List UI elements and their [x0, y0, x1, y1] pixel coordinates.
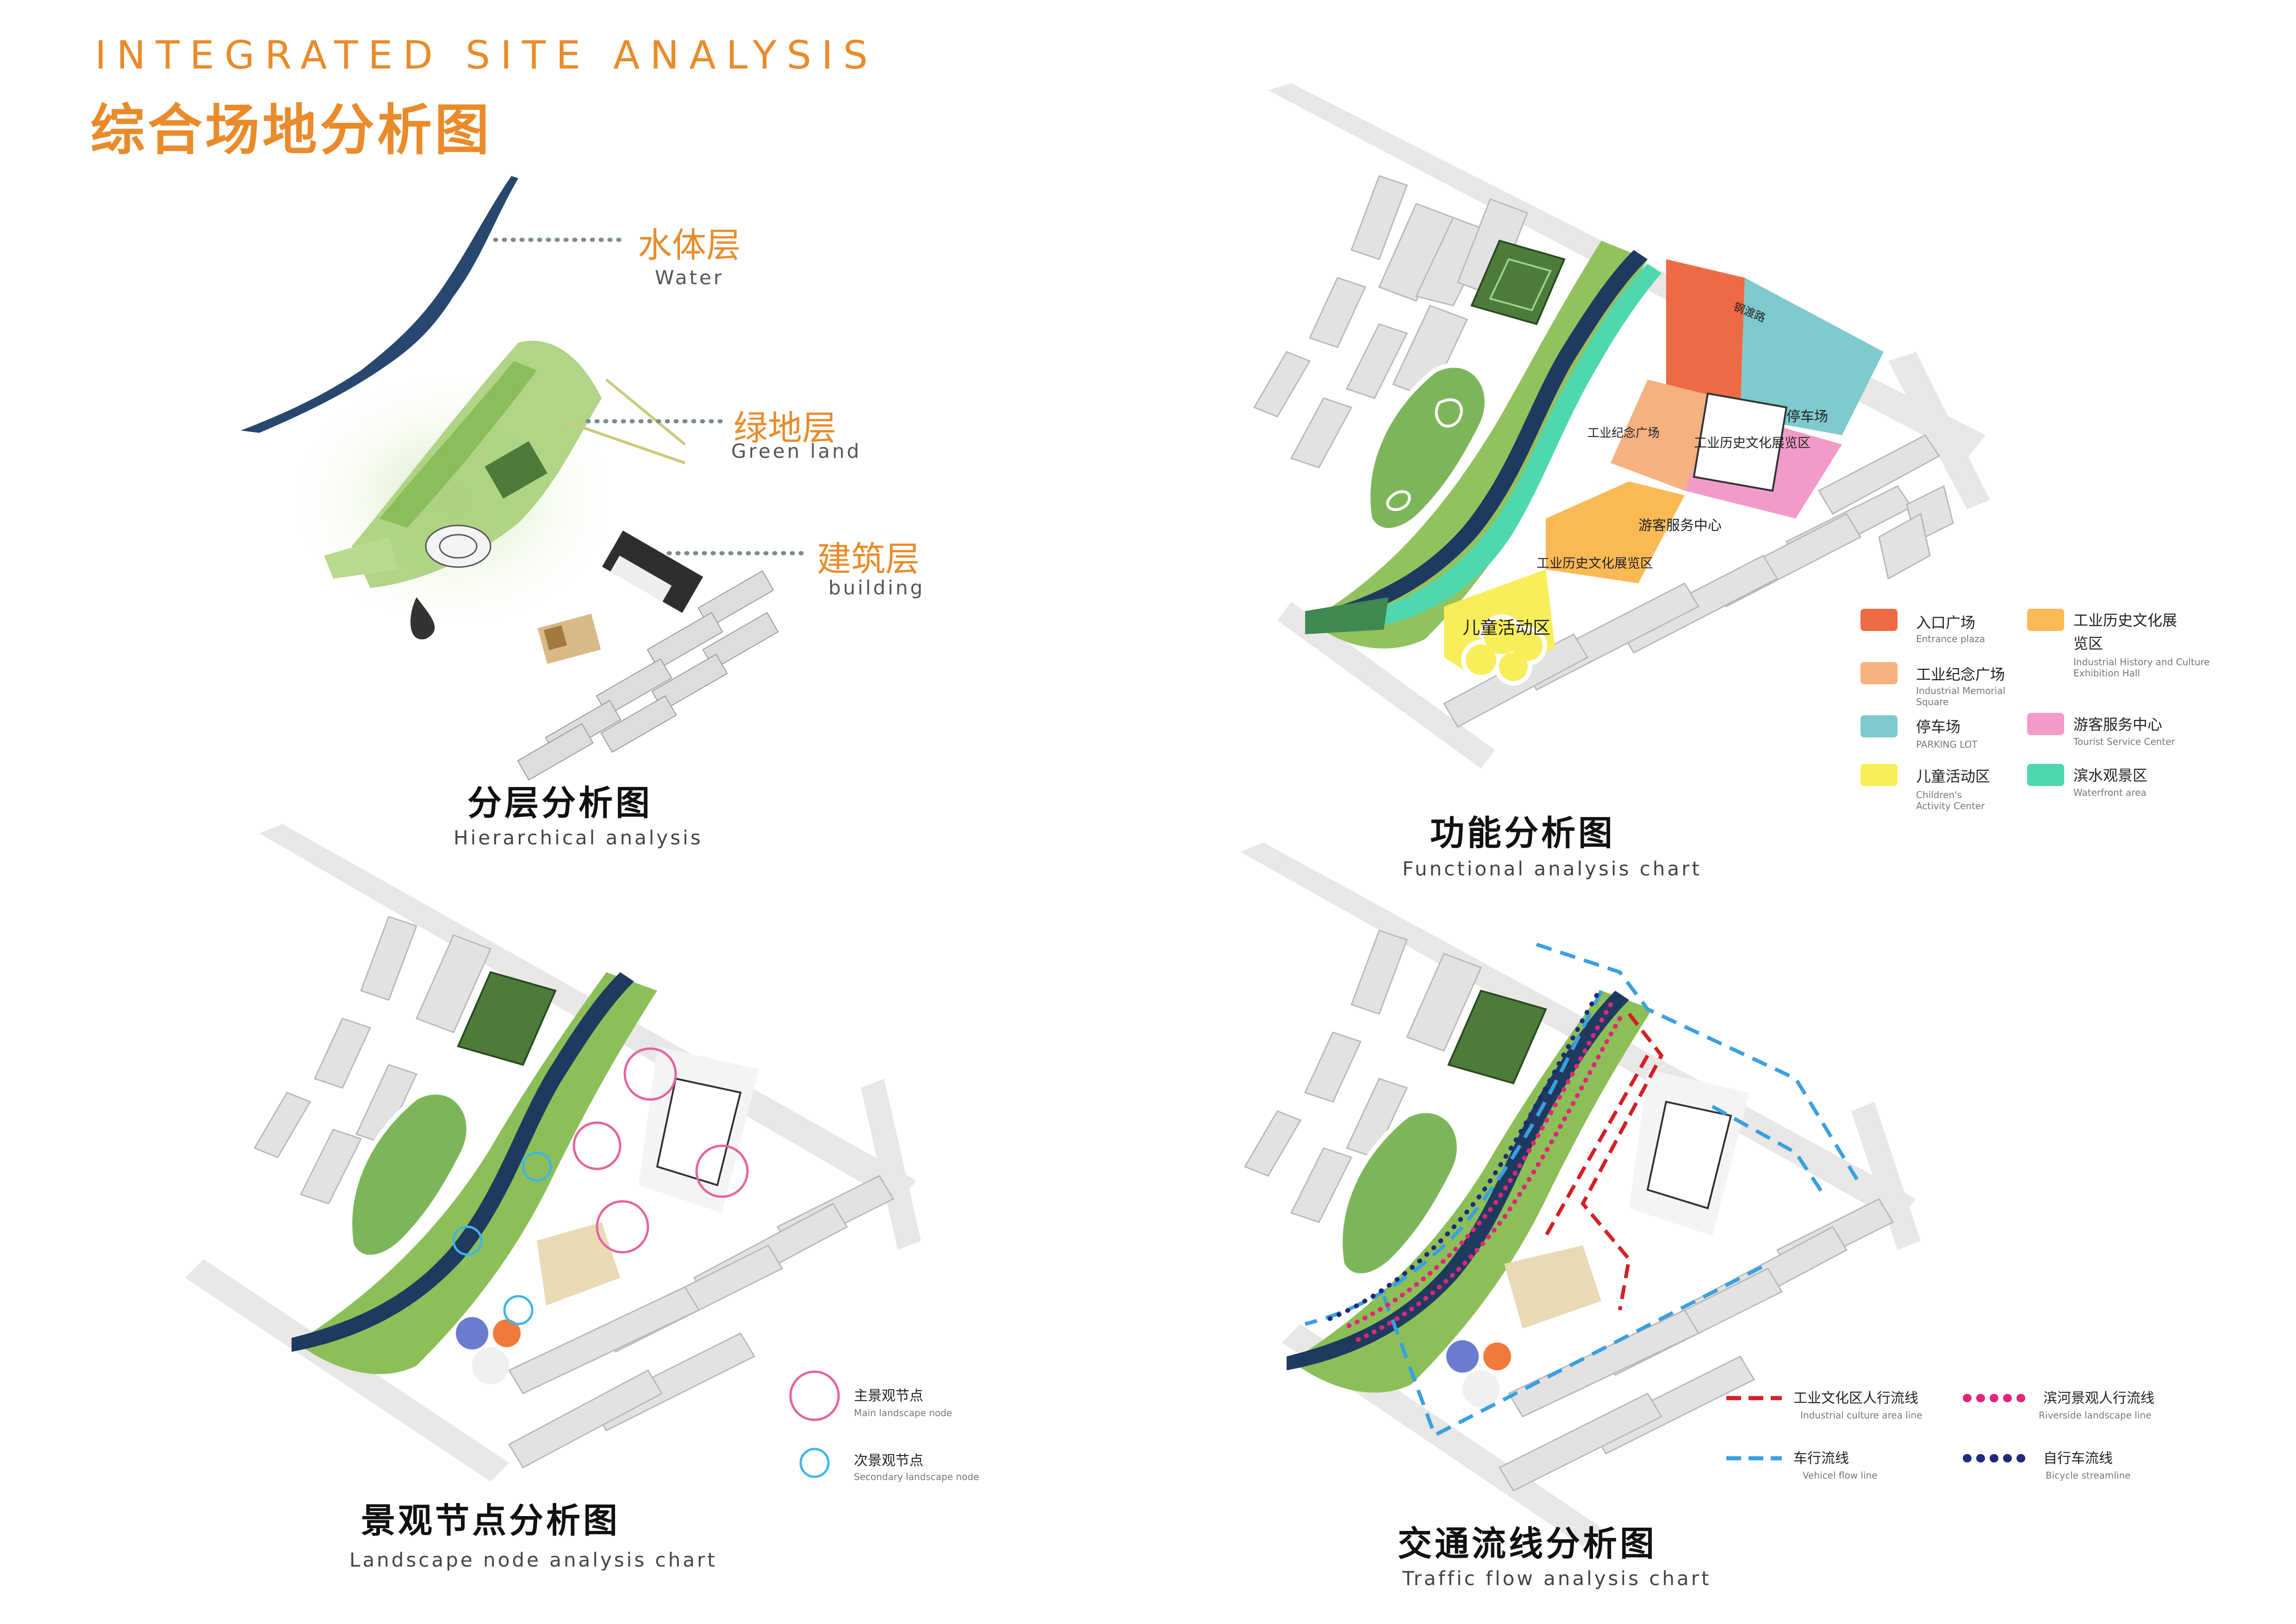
map-label-parking: 停车场	[1786, 409, 1828, 425]
legend-en-waterfront: Waterfront area	[2073, 787, 2147, 798]
legend-cn-visitor-center: 游客服务中心	[2073, 716, 2163, 733]
legend-cn-waterfront: 滨水观景区	[2073, 767, 2148, 784]
main-title-en: Integrated site analysis	[95, 32, 878, 78]
legend-swatch-waterfront	[2027, 764, 2064, 786]
legend-cn-entrance-plaza: 入口广场	[1916, 614, 1976, 631]
map-label-memorial-square: 工业纪念广场	[1587, 426, 1660, 440]
legend-swatch-children-area	[1860, 764, 1898, 786]
landscape-title-en: Landscape node analysis chart	[349, 1549, 717, 1571]
legend-en-exhibition-hall: Industrial History and Culture Exhibitio…	[2073, 656, 2210, 679]
layer-building-cn: 建筑层	[817, 539, 920, 579]
functional-title-en: Functional analysis chart	[1402, 857, 1702, 880]
legend-cn-bicycle-line: 自行车流线	[2043, 1450, 2113, 1467]
hierarchical-title-cn: 分层分析图	[467, 783, 653, 823]
legend-swatch-entrance-plaza	[1860, 609, 1898, 631]
legend-en-entrance-plaza: Entrance plaza	[1916, 633, 1985, 644]
legend-cn-main-node: 主景观节点	[854, 1388, 923, 1404]
legend-cn-riverside-line: 滨河景观人行流线	[2043, 1390, 2154, 1406]
legend-en-visitor-center: Tourist Service Center	[2073, 736, 2175, 747]
legend-swatch-memorial-square	[1860, 662, 1898, 684]
legend-cn-parking: 停车场	[1916, 718, 1961, 736]
legend-swatch-visitor-center	[2027, 713, 2064, 735]
legend-en-children-area: Children's Activity Center	[1916, 789, 1985, 812]
legend-en-bicycle-line: Bicycle streamline	[2046, 1470, 2131, 1481]
legend-en-secondary-node: Secondary landscape node	[854, 1471, 979, 1482]
legend-cn-exhibition-hall: 工业历史文化展览区	[2073, 612, 2178, 652]
layer-water-cn: 水体层	[638, 225, 740, 265]
legend-en-vehicle-line: Vehicel flow line	[1803, 1470, 1878, 1481]
legend-cn-memorial-square: 工业纪念广场	[1916, 666, 2005, 683]
legend-en-main-node: Main landscape node	[854, 1407, 952, 1418]
layer-building-en: building	[828, 576, 925, 599]
traffic-title-en: Traffic flow analysis chart	[1402, 1567, 1711, 1590]
layer-green-cn: 绿地层	[734, 408, 836, 448]
map-label-children-area: 儿童活动区	[1462, 618, 1551, 638]
landscape-title-cn: 景观节点分析图	[361, 1501, 620, 1541]
traffic-title-cn: 交通流线分析图	[1398, 1524, 1657, 1564]
hierarchical-diagram	[241, 176, 808, 781]
hierarchical-title-en: Hierarchical analysis	[454, 826, 703, 849]
legend-en-industrial-line: Industrial culture area line	[1800, 1410, 1923, 1421]
main-title-cn: 综合场地分析图	[90, 98, 492, 162]
legend-swatch-exhibition-hall	[2027, 609, 2064, 631]
legend-symbol-secondary-node	[799, 1448, 830, 1478]
legend-en-parking: PARKING LOT	[1916, 739, 1978, 750]
legend-en-memorial-square: Industrial Memorial Square	[1916, 685, 2006, 707]
layer-water-en: Water	[655, 266, 724, 289]
legend-cn-industrial-line: 工业文化区人行流线	[1793, 1390, 1918, 1406]
legend-cn-secondary-node: 次景观节点	[854, 1453, 923, 1469]
legend-en-riverside-line: Riverside landscape line	[2039, 1410, 2152, 1421]
map-label-visitor-center: 游客服务中心	[1638, 518, 1722, 534]
legend-cn-children-area: 儿童活动区	[1916, 768, 1991, 785]
building-layer	[517, 531, 779, 781]
legend-swatch-parking	[1860, 715, 1898, 737]
layer-green-en: Green land	[731, 440, 862, 462]
legend-symbol-main-node	[789, 1370, 840, 1421]
functional-title-cn: 功能分析图	[1430, 813, 1615, 853]
legend-cn-vehicle-line: 车行流线	[1793, 1450, 1849, 1467]
green-layer-land	[352, 341, 602, 588]
